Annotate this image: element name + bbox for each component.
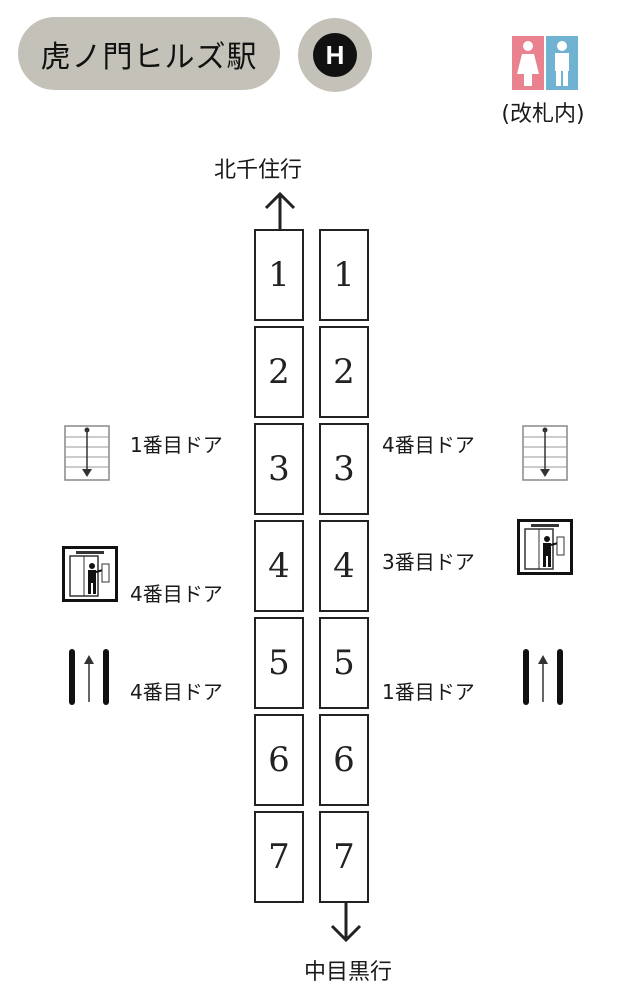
left-stairs-door-label: 1番目ドア — [130, 433, 223, 457]
car-number: 1 — [268, 255, 290, 295]
car-number: 4 — [268, 546, 290, 586]
right-car-2: 2 — [319, 326, 369, 418]
elevator-icon — [517, 519, 573, 575]
station-name-pill: 虎ノ門ヒルズ駅 — [18, 17, 280, 90]
car-number: 3 — [333, 449, 355, 489]
escalator-up-icon — [523, 649, 563, 705]
left-car-7: 7 — [254, 811, 304, 903]
line-badge: H — [298, 18, 372, 92]
stairs-down-icon — [522, 425, 568, 481]
car-number: 5 — [333, 643, 355, 683]
restroom-note: (改札内) — [501, 102, 585, 127]
right-car-6: 6 — [319, 714, 369, 806]
station-name: 虎ノ門ヒルズ駅 — [40, 39, 258, 75]
car-number: 2 — [268, 352, 290, 392]
left-car-2: 2 — [254, 326, 304, 418]
car-number: 7 — [333, 837, 355, 877]
right-escalator-door-label: 1番目ドア — [382, 680, 475, 704]
right-car-3: 3 — [319, 423, 369, 515]
left-elevator-door-label: 4番目ドア — [130, 582, 223, 606]
left-car-4: 4 — [254, 520, 304, 612]
car-number: 7 — [268, 837, 290, 877]
direction-north-label: 北千住行 — [213, 158, 302, 183]
car-number: 4 — [333, 546, 355, 586]
left-car-1: 1 — [254, 229, 304, 321]
elevator-icon — [62, 546, 118, 602]
car-number: 6 — [268, 740, 290, 780]
left-car-5: 5 — [254, 617, 304, 709]
right-car-7: 7 — [319, 811, 369, 903]
line-badge-letter: H — [313, 33, 357, 77]
stairs-down-icon — [64, 425, 110, 481]
right-car-5: 5 — [319, 617, 369, 709]
car-number: 3 — [268, 449, 290, 489]
left-car-6: 6 — [254, 714, 304, 806]
car-number: 1 — [333, 255, 355, 295]
escalator-up-icon — [69, 649, 109, 705]
right-car-1: 1 — [319, 229, 369, 321]
right-car-4: 4 — [319, 520, 369, 612]
right-stairs-door-label: 4番目ドア — [382, 433, 475, 457]
restroom-icon — [512, 36, 578, 90]
car-number: 5 — [268, 643, 290, 683]
right-elevator-door-label: 3番目ドア — [382, 550, 475, 574]
car-number: 2 — [333, 352, 355, 392]
direction-south-label: 中目黒行 — [303, 960, 392, 985]
left-car-3: 3 — [254, 423, 304, 515]
car-number: 6 — [333, 740, 355, 780]
left-escalator-door-label: 4番目ドア — [130, 680, 223, 704]
